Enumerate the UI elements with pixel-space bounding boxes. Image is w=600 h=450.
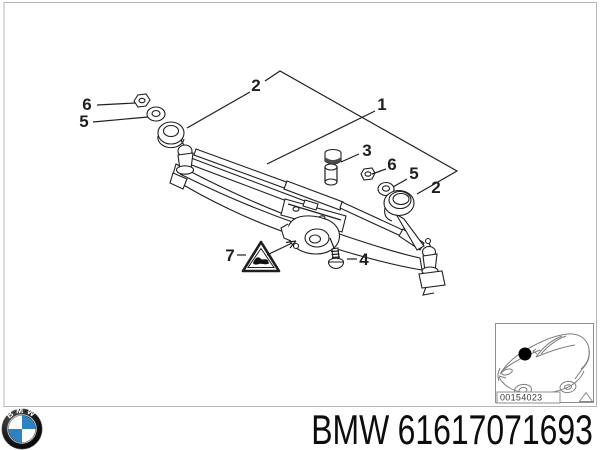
callout-6-left: 6 <box>82 95 136 114</box>
callout-label: 5 <box>409 164 418 183</box>
washer-left <box>146 106 166 122</box>
callout-2-left: 2 <box>186 70 459 195</box>
washer-right <box>377 181 395 197</box>
right-pivot-ball-joint <box>418 237 446 296</box>
callout-label: 6 <box>387 155 396 174</box>
roundel-quadrant-br <box>22 429 36 443</box>
location-marker-dot <box>518 347 532 361</box>
callout-label: 4 <box>359 250 369 269</box>
callout-label: 5 <box>79 112 88 131</box>
roundel-quadrant-bl <box>8 429 22 443</box>
callout-label: 3 <box>362 141 371 160</box>
callout-5-right: 5 <box>392 164 419 188</box>
callout-2-right: 2 <box>431 178 440 197</box>
callout-7: 7 <box>225 246 246 265</box>
callout-4: 4 <box>347 250 369 269</box>
hex-nut-left <box>133 93 151 108</box>
mount-grommet-right <box>383 189 415 222</box>
image-number-text: 00154023 <box>500 393 542 403</box>
left-pivot-ball-joint <box>169 134 195 190</box>
mount-grommet-left <box>157 121 185 149</box>
wiper-motor <box>280 215 341 255</box>
grommet-arm <box>395 213 425 251</box>
callout-label: 6 <box>82 95 91 114</box>
roundel-quadrant-tl <box>8 415 22 429</box>
roundel-quadrant-tr <box>22 415 36 429</box>
callout-3: 3 <box>340 141 372 163</box>
car-location-thumbnail: 00154023 <box>495 323 594 404</box>
callout-1: 1 <box>266 95 387 165</box>
callout-label: 7 <box>225 246 234 265</box>
small-triangle-icon <box>578 391 594 402</box>
warning-triangle-icon <box>241 240 281 273</box>
part-number: 61617071693 <box>398 406 593 450</box>
fastening-screw <box>327 237 345 269</box>
image-number-box: 00154023 <box>496 391 561 404</box>
wiper-linkage-assembly <box>133 93 446 296</box>
pointer-arrow <box>266 240 297 256</box>
bushing-cap <box>324 148 342 165</box>
callout-label: 2 <box>431 178 440 197</box>
brand-label: BMW <box>311 406 390 450</box>
callout-5-left: 5 <box>79 112 149 131</box>
callout-6-right: 6 <box>371 155 397 175</box>
bmw-roundel-logo: BMW <box>1 405 43 450</box>
callout-label: 1 <box>377 95 386 114</box>
callout-label: 2 <box>251 76 260 95</box>
